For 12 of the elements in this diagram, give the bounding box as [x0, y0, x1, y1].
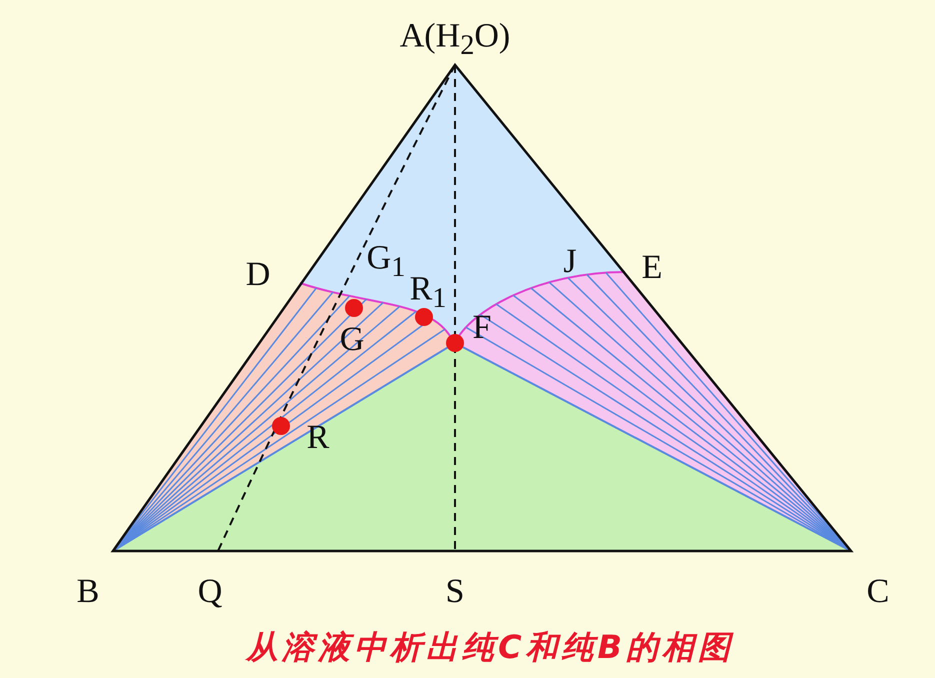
point-label: B: [76, 575, 100, 609]
point-label: C: [866, 575, 890, 609]
caption: 从溶液中析出纯C和纯B的相图: [246, 627, 734, 668]
point-label: E: [642, 251, 662, 285]
point-label: R: [306, 421, 330, 455]
point-label: S: [446, 575, 464, 609]
point-label: G$_{1}$: [366, 241, 406, 283]
point-label: J: [563, 245, 577, 279]
point-label: D: [246, 258, 270, 292]
point-label: R$_{1}$: [410, 272, 446, 314]
point-label: A(H$_{2}$O): [400, 19, 510, 61]
point-label: Q: [198, 575, 222, 609]
